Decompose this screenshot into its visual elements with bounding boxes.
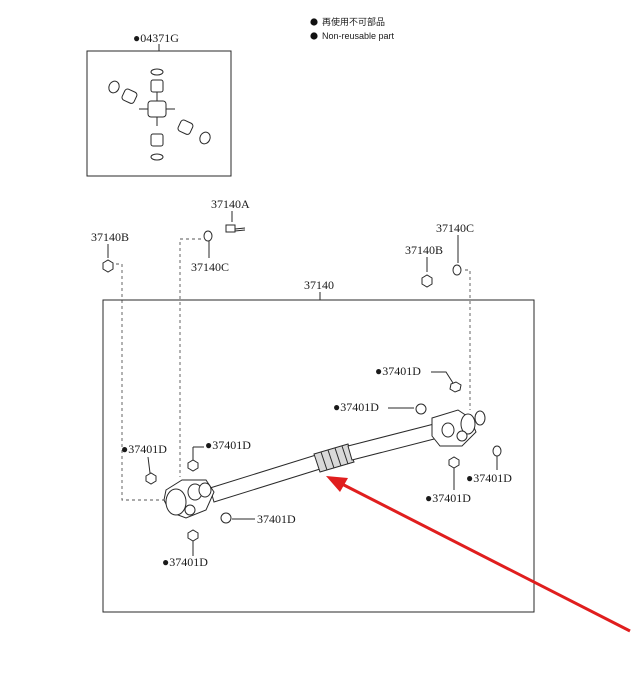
nut-icon [102, 259, 114, 273]
label-37140B-right: 37140B [405, 243, 443, 257]
label-37140B-left: 37140B [91, 230, 129, 244]
washer-icon [415, 403, 427, 415]
label-37140: 37140 [304, 278, 334, 292]
label-37140A: 37140A [211, 197, 250, 211]
universal-joint-kit-icon [108, 68, 211, 161]
spider-icon [147, 100, 167, 118]
label-04371G: ●04371G [133, 31, 179, 45]
bolt-icon [225, 224, 246, 233]
label-37401D-3: ●37401D [121, 442, 167, 456]
washer-icon [492, 445, 502, 457]
label-37140C-left: 37140C [191, 260, 229, 274]
label-37401D-4: ●37401D [205, 438, 251, 452]
label-37401D-8: ●37401D [425, 491, 471, 505]
legend-bullet-icon [310, 18, 318, 26]
label-37401D-6: ●37401D [162, 555, 208, 569]
label-37140C-right: 37140C [436, 221, 474, 235]
label-37401D-5: 37401D [257, 512, 296, 526]
nut-icon [187, 459, 199, 472]
legend-line-2: Non-reusable part [322, 31, 395, 41]
propeller-shaft-icon [163, 409, 486, 519]
nut-icon [449, 381, 462, 393]
nut-icon [421, 274, 433, 288]
label-37401D-7: ●37401D [466, 471, 512, 485]
washer-icon [452, 264, 462, 276]
washer-icon [203, 230, 213, 242]
kit-box [86, 50, 232, 177]
assembly-box [102, 299, 535, 613]
label-37401D-2: ●37401D [333, 400, 379, 414]
nut-icon [448, 456, 460, 469]
red-arrow-icon [326, 476, 631, 633]
legend-bullet-icon [310, 32, 318, 40]
label-37401D-1: ●37401D [375, 364, 421, 378]
washer-icon [220, 512, 232, 524]
legend-line-1: 再使用不可部品 [322, 16, 385, 27]
nut-icon [145, 472, 157, 485]
nut-icon [187, 529, 199, 542]
